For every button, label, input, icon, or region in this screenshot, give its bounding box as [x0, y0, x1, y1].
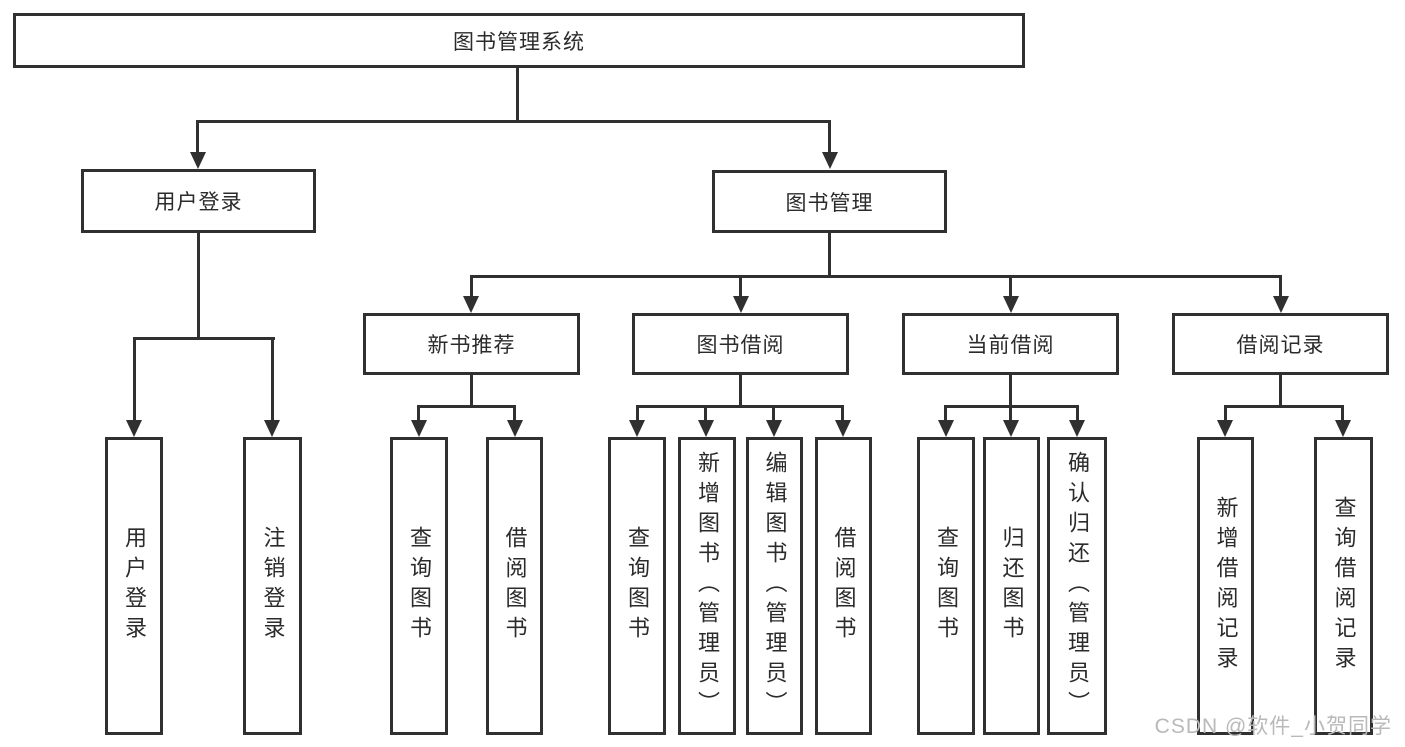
connector-drop: [1009, 405, 1012, 423]
node-borrow-records: 借阅记录: [1172, 313, 1389, 375]
leaf-add-books-admin: 新增图书（管理员）: [678, 437, 736, 735]
node-book-management: 图书管理: [712, 170, 947, 233]
node-root-label: 图书管理系统: [453, 30, 585, 54]
connector-drop: [470, 275, 473, 299]
leaf-edit-books-admin: 编辑图书（管理员）: [746, 437, 803, 735]
connector-trunk: [1279, 375, 1282, 405]
leaf-borrow-books-1-label: 借阅图书: [502, 526, 528, 646]
connector-drop: [739, 275, 742, 299]
leaf-query-borrow-record-label: 查询借阅记录: [1331, 496, 1357, 676]
leaf-return-books: 归还图书: [983, 437, 1040, 735]
arrow-down-icon: [766, 420, 782, 437]
connector-drop: [271, 337, 274, 421]
arrow-down-icon: [264, 420, 280, 437]
node-root: 图书管理系统: [13, 13, 1025, 68]
arrow-down-icon: [507, 420, 523, 437]
connector-trunk: [470, 375, 473, 405]
leaf-confirm-return-admin-label: 确认归还（管理员）: [1065, 451, 1090, 721]
arrow-down-icon: [1335, 420, 1351, 437]
arrow-down-icon: [126, 420, 142, 437]
arrow-down-icon: [1069, 420, 1085, 437]
connector-level2-bar: [197, 120, 831, 123]
arrow-down-icon: [190, 152, 206, 169]
node-user-login-label: 用户登录: [154, 191, 243, 214]
node-borrow-records-label: 借阅记录: [1236, 334, 1325, 357]
arrow-down-icon: [698, 420, 714, 437]
connector-book-mgmt-trunk: [828, 233, 831, 275]
connector-drop: [513, 405, 516, 423]
node-book-management-label: 图书管理: [785, 191, 874, 215]
arrow-down-icon: [629, 420, 645, 437]
connector-bar: [418, 405, 515, 408]
leaf-confirm-return-admin: 确认归还（管理员）: [1047, 437, 1107, 735]
connector-bar: [1224, 405, 1344, 408]
connector-drop: [417, 405, 420, 423]
arrow-down-icon: [411, 420, 427, 437]
connector-trunk: [1009, 375, 1012, 405]
leaf-query-books-1: 查询图书: [390, 437, 448, 735]
leaf-query-books-2-label: 查询图书: [625, 526, 650, 646]
csdn-watermark: CSDN @软件_小贺同学: [1154, 715, 1392, 738]
leaf-query-books-1-label: 查询图书: [407, 526, 432, 646]
node-new-book-recommend: 新书推荐: [363, 313, 580, 375]
node-current-borrow-label: 当前借阅: [966, 334, 1055, 357]
connector-drop: [196, 120, 199, 154]
arrow-down-icon: [1003, 296, 1019, 313]
connector-drop: [1009, 275, 1012, 299]
leaf-user-login-label: 用户登录: [122, 526, 147, 646]
leaf-logout-label: 注销登录: [260, 526, 286, 646]
connector-level3-bar: [470, 275, 1281, 278]
connector-bar: [636, 405, 844, 408]
connector-drop: [1076, 405, 1079, 423]
connector-trunk: [739, 375, 742, 405]
node-user-login: 用户登录: [81, 169, 316, 233]
node-book-borrow-label: 图书借阅: [696, 334, 785, 357]
connector-drop: [841, 405, 844, 423]
arrow-down-icon: [463, 296, 479, 313]
leaf-add-books-admin-label: 新增图书（管理员）: [695, 451, 720, 721]
node-new-book-recommend-label: 新书推荐: [427, 334, 516, 357]
connector-drop: [1341, 405, 1344, 423]
connector-drop: [828, 120, 831, 154]
leaf-query-books-2: 查询图书: [608, 437, 666, 735]
arrow-down-icon: [733, 296, 749, 313]
connector-drop: [772, 405, 775, 423]
node-current-borrow: 当前借阅: [902, 313, 1119, 375]
arrow-down-icon: [822, 152, 838, 169]
leaf-query-books-3: 查询图书: [917, 437, 975, 735]
connector-drop: [1279, 275, 1282, 299]
arrow-down-icon: [1003, 420, 1019, 437]
leaf-borrow-books-1: 借阅图书: [486, 437, 543, 735]
leaf-edit-books-admin-label: 编辑图书（管理员）: [762, 451, 788, 721]
connector-drop: [133, 337, 136, 421]
arrow-down-icon: [1273, 296, 1289, 313]
leaf-borrow-books-2-label: 借阅图书: [831, 526, 857, 646]
leaf-add-borrow-record-label: 新增借阅记录: [1213, 496, 1239, 676]
leaf-borrow-books-2: 借阅图书: [815, 437, 872, 735]
leaf-add-borrow-record: 新增借阅记录: [1197, 437, 1254, 735]
leaf-return-books-label: 归还图书: [999, 526, 1025, 646]
connector-drop: [1224, 405, 1227, 423]
arrow-down-icon: [938, 420, 954, 437]
connector-drop: [636, 405, 639, 423]
connector-drop: [944, 405, 947, 423]
connector-user-login-trunk: [197, 233, 200, 337]
arrow-down-icon: [835, 420, 851, 437]
leaf-query-books-3-label: 查询图书: [934, 526, 959, 646]
leaf-logout: 注销登录: [243, 437, 302, 735]
leaf-user-login: 用户登录: [105, 437, 163, 735]
connector-drop: [704, 405, 707, 423]
arrow-down-icon: [1217, 420, 1233, 437]
leaf-query-borrow-record: 查询借阅记录: [1314, 437, 1373, 735]
connector-root-trunk: [516, 68, 519, 120]
node-book-borrow: 图书借阅: [632, 313, 849, 375]
connector-user-login-bar: [133, 337, 275, 340]
